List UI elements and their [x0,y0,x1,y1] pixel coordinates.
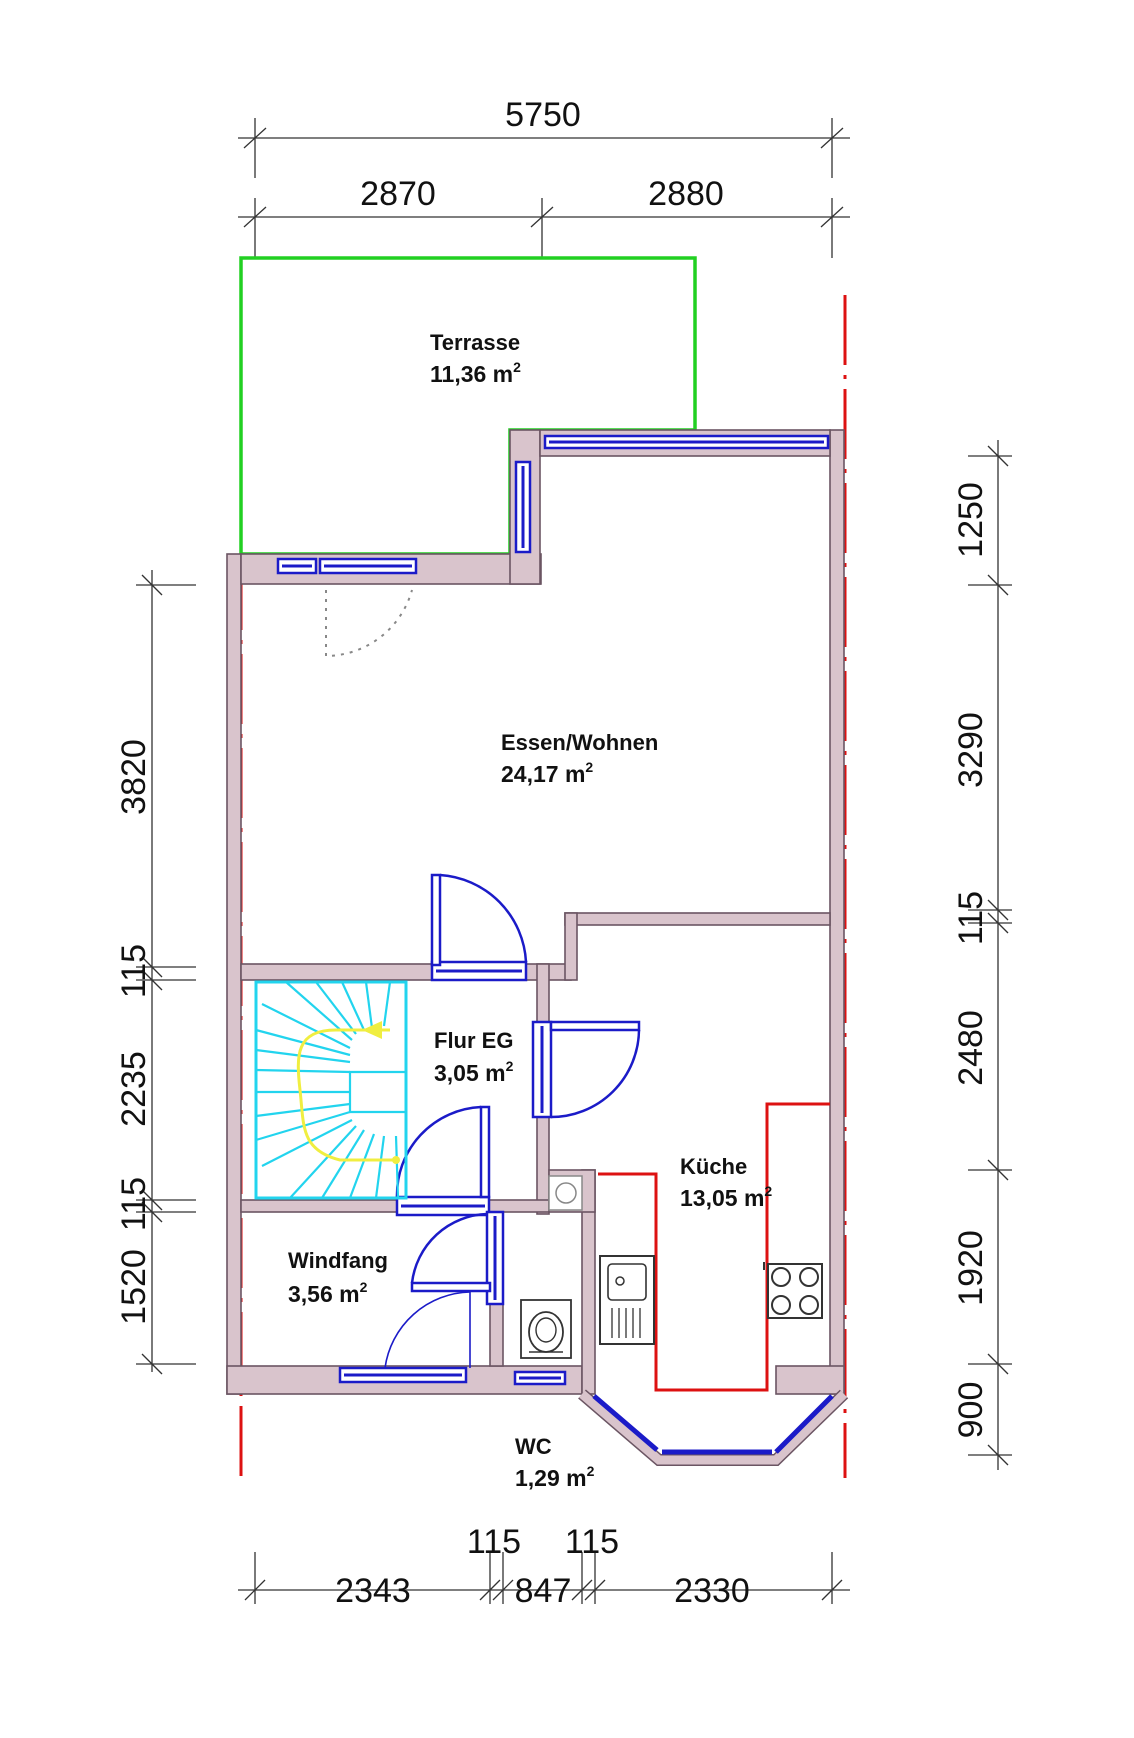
room-name-wc: WC [515,1434,552,1459]
svg-text:24,17 m2: 24,17 m2 [501,759,593,787]
dim-bottom-2: 847 [515,1572,572,1610]
room-area-flur-eg: 3,05 m [434,1060,506,1086]
room-name-windfang: Windfang [288,1248,388,1273]
svg-text:1,29 m2: 1,29 m2 [515,1463,595,1491]
room-area-kueche: 13,05 m [680,1185,764,1211]
room-kueche: Küche 13,05 m2 [680,1154,772,1211]
dim-top-left: 2870 [360,175,436,213]
dim-bottom-upper-1: 115 [467,1523,521,1561]
room-name-flur-eg: Flur EG [434,1028,513,1053]
room-area-windfang: 3,56 m [288,1281,360,1307]
svg-text:3,56 m2: 3,56 m2 [288,1279,368,1307]
entrance-door-swing [384,1291,471,1369]
kitchen-stove [763,1262,823,1319]
bay-window [578,1389,849,1466]
stair-arrow [362,1021,382,1039]
dim-bottom-1: 2343 [335,1572,411,1610]
top-dimensions [238,118,850,258]
svg-text:11,36 m2: 11,36 m2 [430,359,521,387]
room-area-terrasse: 11,36 m [430,361,513,387]
dim-left-3: 2235 [115,1051,153,1127]
doors [384,873,641,1369]
dim-right-1: 1250 [952,482,990,558]
dim-left-1: 3820 [115,739,153,815]
dim-left-2: 115 [115,944,153,998]
room-essen-wohnen: Essen/Wohnen 24,17 m2 [501,730,658,787]
dim-right-2: 3290 [952,712,990,788]
terrace-door-swing [325,589,413,658]
dim-left-4: 115 [115,1177,153,1231]
room-wc: WC 1,29 m2 [515,1434,595,1491]
dim-right-4: 2480 [952,1010,990,1086]
room-name-essen-wohnen: Essen/Wohnen [501,730,658,755]
right-dimensions [968,440,1012,1470]
dim-top-right: 2880 [648,175,724,213]
dim-bottom-upper-2: 115 [565,1523,619,1561]
dim-right-6: 900 [952,1382,990,1439]
room-area-essen-wohnen: 24,17 m [501,761,585,787]
left-dimensions [136,570,196,1375]
kitchen-sink [599,1255,655,1345]
kitchen-counters [598,1102,830,1392]
dim-top-total: 5750 [505,96,581,134]
dim-right-3: 115 [952,891,990,945]
terrace-outline [239,256,697,556]
room-area-wc: 1,29 m [515,1465,587,1491]
dim-left-5: 1520 [115,1249,153,1325]
room-flur-eg: Flur EG 3,05 m2 [434,1028,514,1086]
room-name-terrasse: Terrasse [430,330,520,355]
room-terrasse: Terrasse 11,36 m2 [430,330,521,387]
dim-right-5: 1920 [952,1230,990,1306]
room-name-kueche: Küche [680,1154,747,1179]
svg-text:3,05 m2: 3,05 m2 [434,1058,514,1086]
staircase [254,980,408,1200]
room-windfang: Windfang 3,56 m2 [288,1248,388,1307]
bottom-dimensions [238,1552,850,1604]
svg-text:13,05 m2: 13,05 m2 [680,1183,772,1211]
dim-bottom-3: 2330 [674,1572,750,1610]
stair-walkline [296,1028,396,1162]
wc-fixtures [520,1175,583,1359]
windows [276,434,830,1386]
